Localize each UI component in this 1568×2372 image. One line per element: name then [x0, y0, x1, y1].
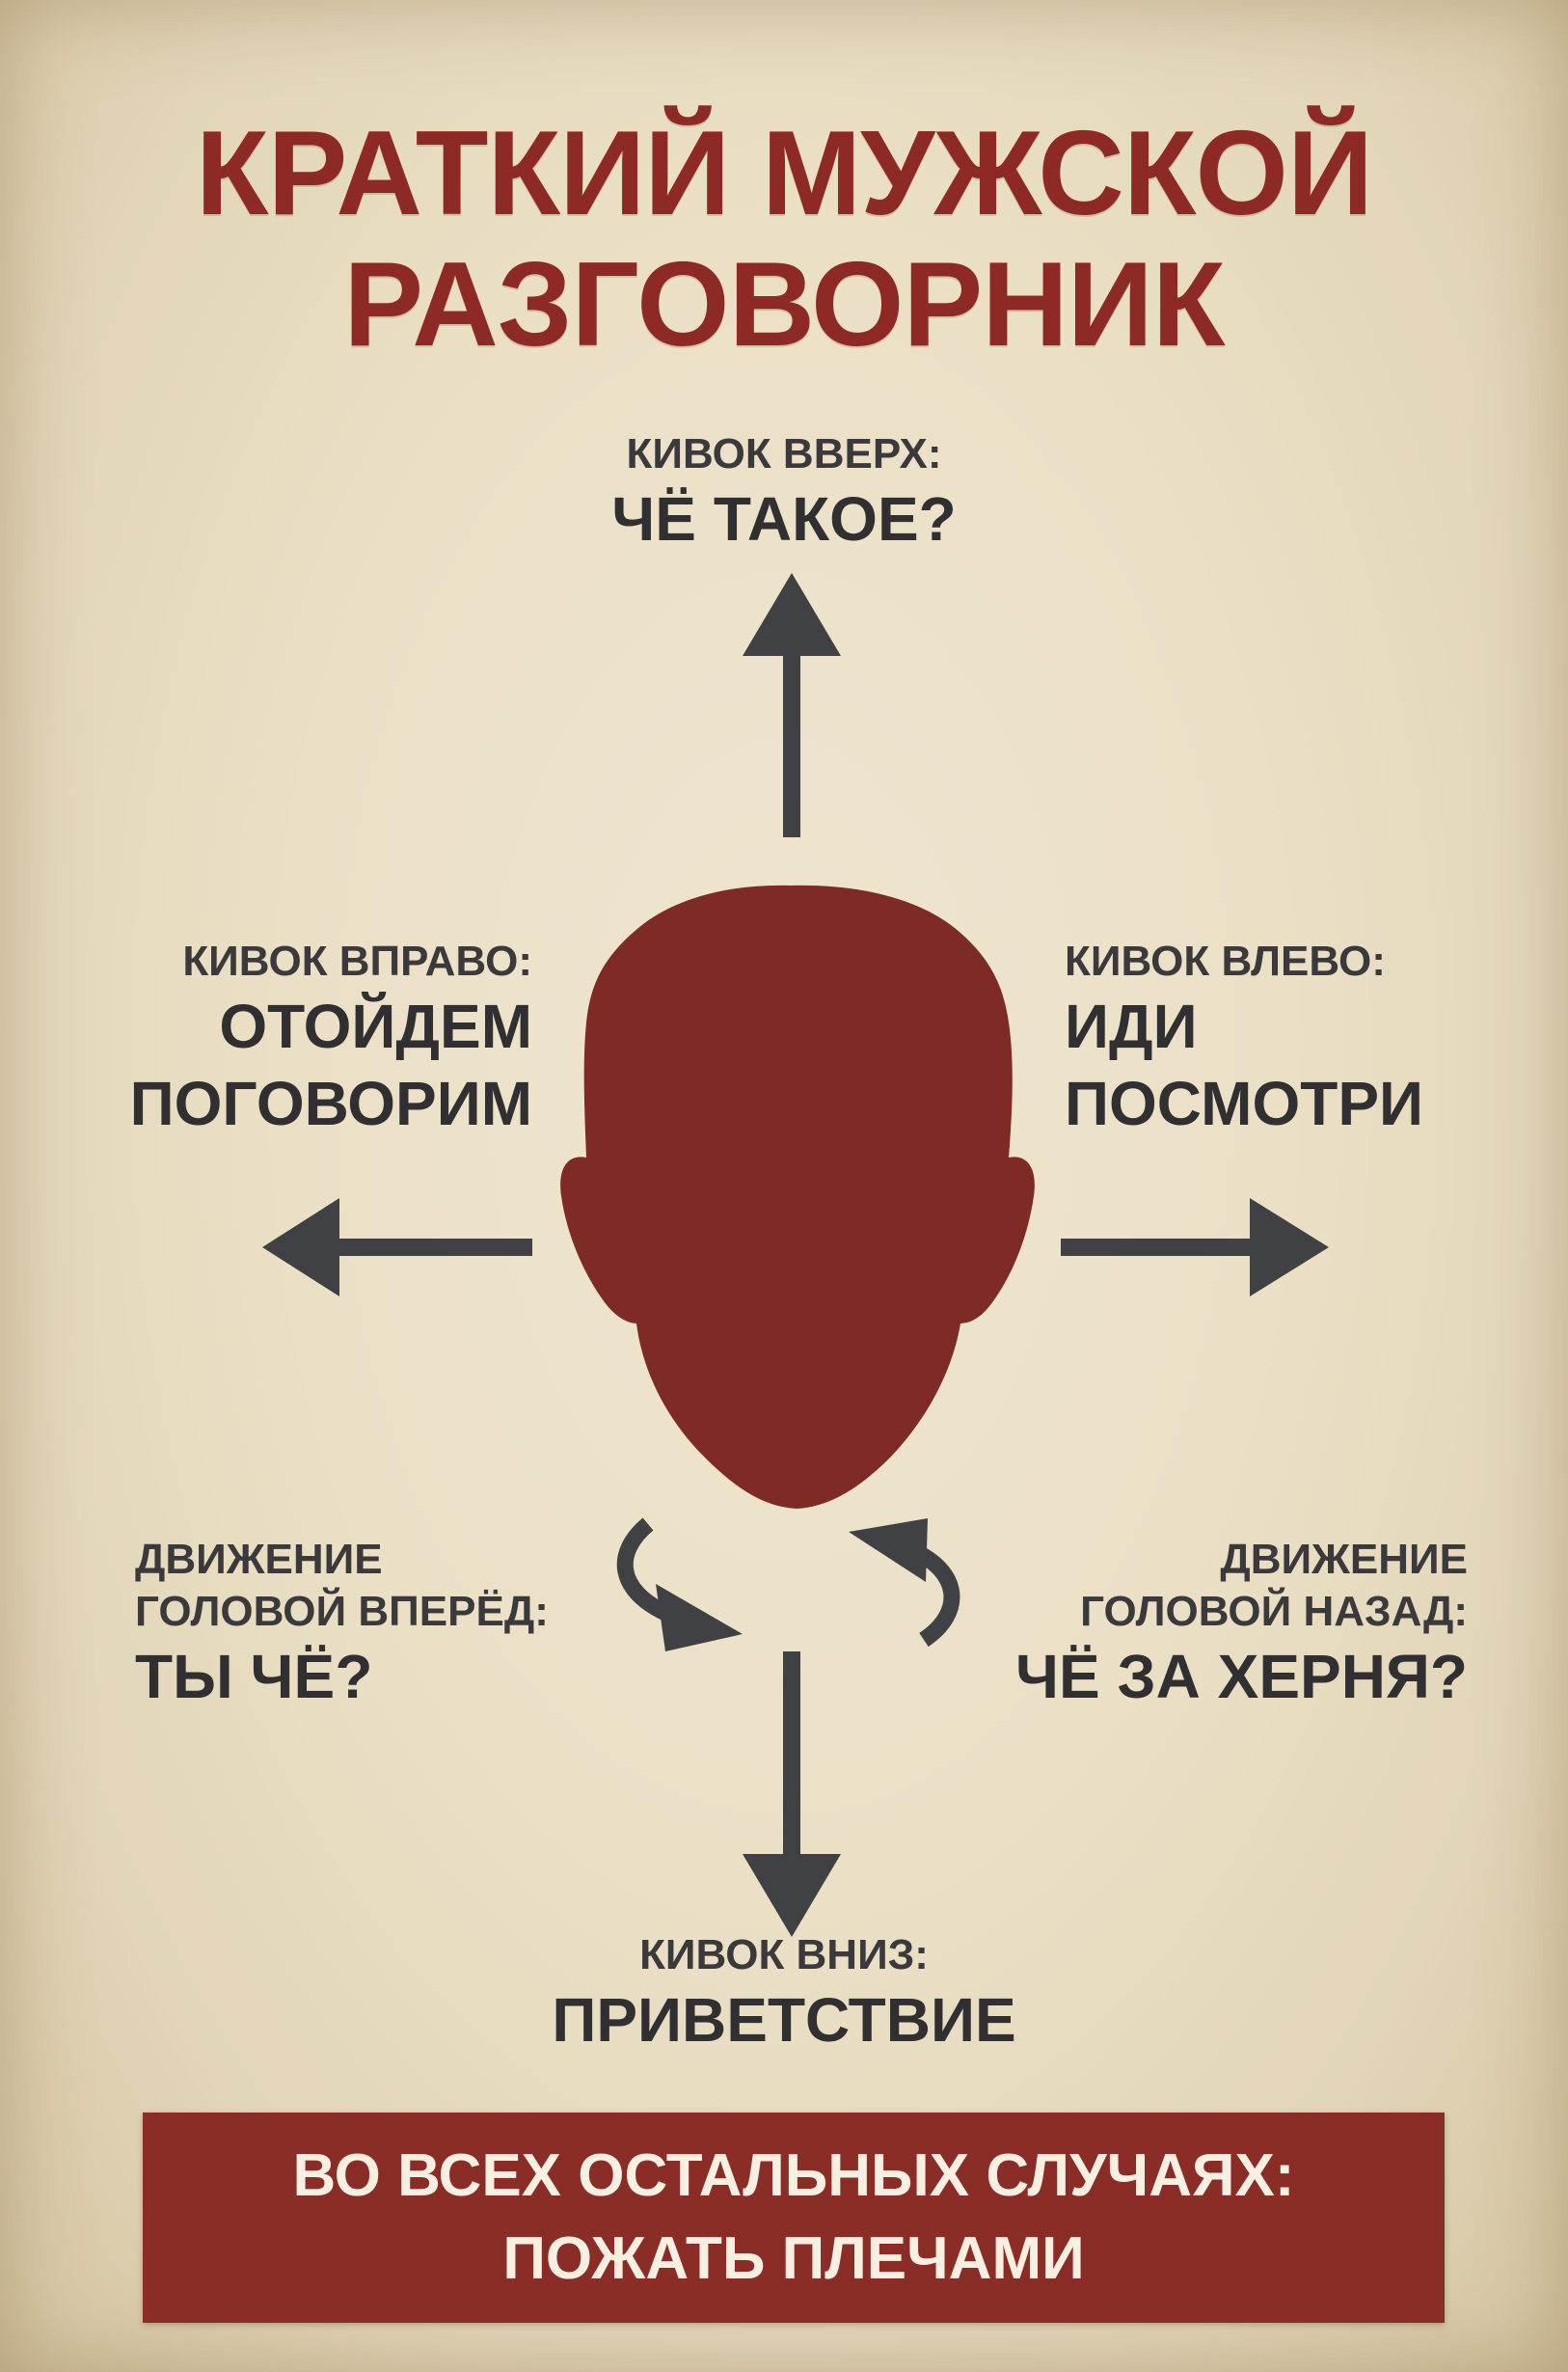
nod-right-meaning-2: ПОГОВОРИМ — [129, 1069, 532, 1138]
nod-right-label: КИВОК ВПРАВО: — [182, 938, 532, 985]
nod-left-meaning-2: ПОСМОТРИ — [1065, 1069, 1424, 1138]
nod-right-meaning-1: ОТОЙДЕМ — [219, 992, 532, 1061]
head-back-label-2: ГОЛОВОЙ НАЗАД: — [1080, 1588, 1468, 1635]
arrow-up-icon — [743, 573, 841, 837]
head-back-label-1: ДВИЖЕНИЕ — [1220, 1536, 1468, 1583]
head-back-block: ДВИЖЕНИЕ ГОЛОВОЙ НАЗАД: ЧЁ ЗА ХЕРНЯ? — [1015, 1534, 1468, 1715]
title-line-1: КРАТКИЙ МУЖСКОЙ — [195, 107, 1373, 240]
nod-left-label: КИВОК ВЛЕВО: — [1065, 938, 1386, 985]
nod-down-block: КИВОК ВНИЗ: ПРИВЕТСТВИЕ — [0, 1929, 1568, 2058]
head-forward-label-1: ДВИЖЕНИЕ — [135, 1536, 383, 1583]
nod-up-block: КИВОК ВВЕРХ: ЧЁ ТАКОЕ? — [0, 428, 1568, 558]
nod-up-meaning: ЧЁ ТАКОЕ? — [611, 484, 957, 554]
arrow-left-icon — [262, 1198, 532, 1296]
head-forward-block: ДВИЖЕНИЕ ГОЛОВОЙ ВПЕРЁД: ТЫ ЧЁ? — [135, 1534, 549, 1715]
head-forward-meaning: ТЫ ЧЁ? — [135, 1642, 373, 1711]
nod-left-meaning-1: ИДИ — [1065, 992, 1198, 1061]
footer-line-2: ПОЖАТЬ ПЛЕЧАМИ — [502, 2225, 1085, 2292]
head-silhouette — [560, 885, 1035, 1509]
curved-arrow-forward-icon — [616, 1517, 743, 1651]
footer-line-1: ВО ВСЕХ ОСТАЛЬНЫХ СЛУЧАЯХ: — [292, 2142, 1295, 2209]
arrow-down-icon — [743, 1651, 841, 1937]
curved-arrow-back-icon — [849, 1518, 960, 1648]
title-line-2: РАЗГОВОРНИК — [343, 238, 1225, 371]
nod-left-block: КИВОК ВЛЕВО: ИДИ ПОСМОТРИ — [1065, 936, 1423, 1142]
nod-right-block: КИВОК ВПРАВО: ОТОЙДЕМ ПОГОВОРИМ — [130, 936, 532, 1142]
nod-down-meaning: ПРИВЕТСТВИЕ — [552, 1985, 1016, 2055]
head-forward-label-2: ГОЛОВОЙ ВПЕРЁД: — [135, 1588, 549, 1635]
nod-up-label: КИВОК ВВЕРХ: — [626, 430, 942, 477]
poster-title: КРАТКИЙ МУЖСКОЙ РАЗГОВОРНИК — [0, 108, 1568, 370]
footer-banner: ВО ВСЕХ ОСТАЛЬНЫХ СЛУЧАЯХ: ПОЖАТЬ ПЛЕЧАМ… — [143, 2113, 1445, 2323]
arrow-right-icon — [1061, 1198, 1329, 1296]
nod-down-label: КИВОК ВНИЗ: — [639, 1931, 929, 1978]
head-back-meaning: ЧЁ ЗА ХЕРНЯ? — [1014, 1642, 1468, 1711]
